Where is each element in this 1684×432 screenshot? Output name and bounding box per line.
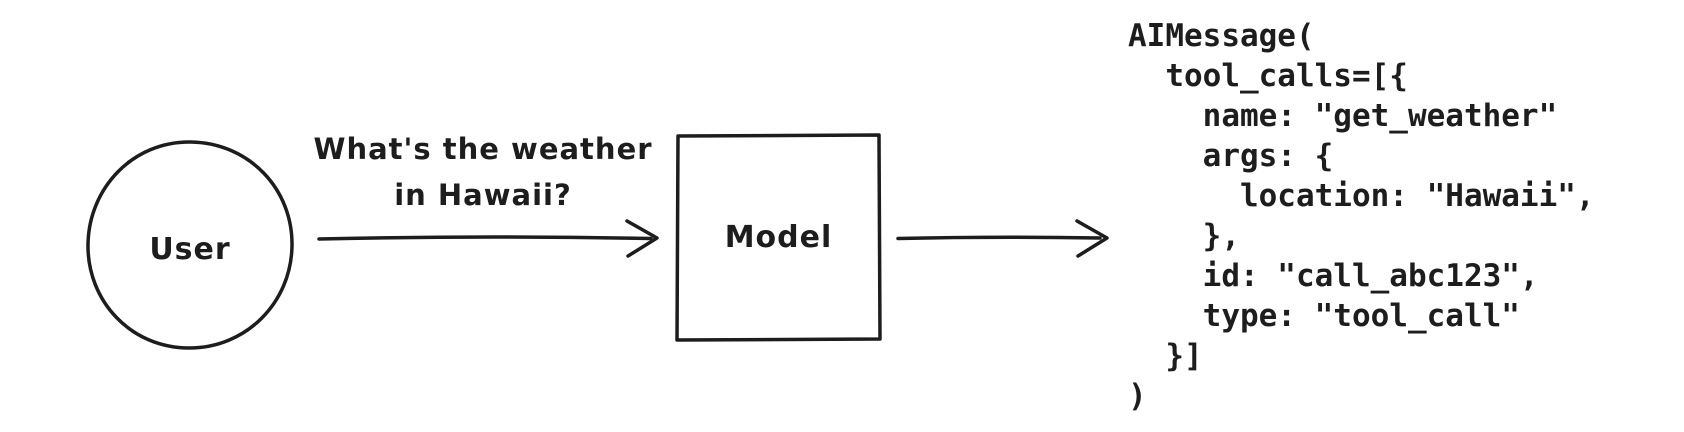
model-node-label: Model <box>724 220 833 255</box>
ai-message-code: AIMessage( tool_calls=[{ name: "get_weat… <box>1128 18 1595 414</box>
user-node-label: User <box>149 231 231 267</box>
user-to-model-arrow-head <box>625 219 659 258</box>
user-circle-overdraw <box>126 140 198 164</box>
user-to-model-arrow-shaft <box>317 235 653 241</box>
model-box <box>675 133 882 342</box>
model-to-output-arrow-shaft <box>896 235 1102 241</box>
query-label: What's the weather in Hawaii? <box>313 132 653 212</box>
model-to-output-arrow-head <box>1075 219 1109 258</box>
user-circle <box>86 140 294 350</box>
